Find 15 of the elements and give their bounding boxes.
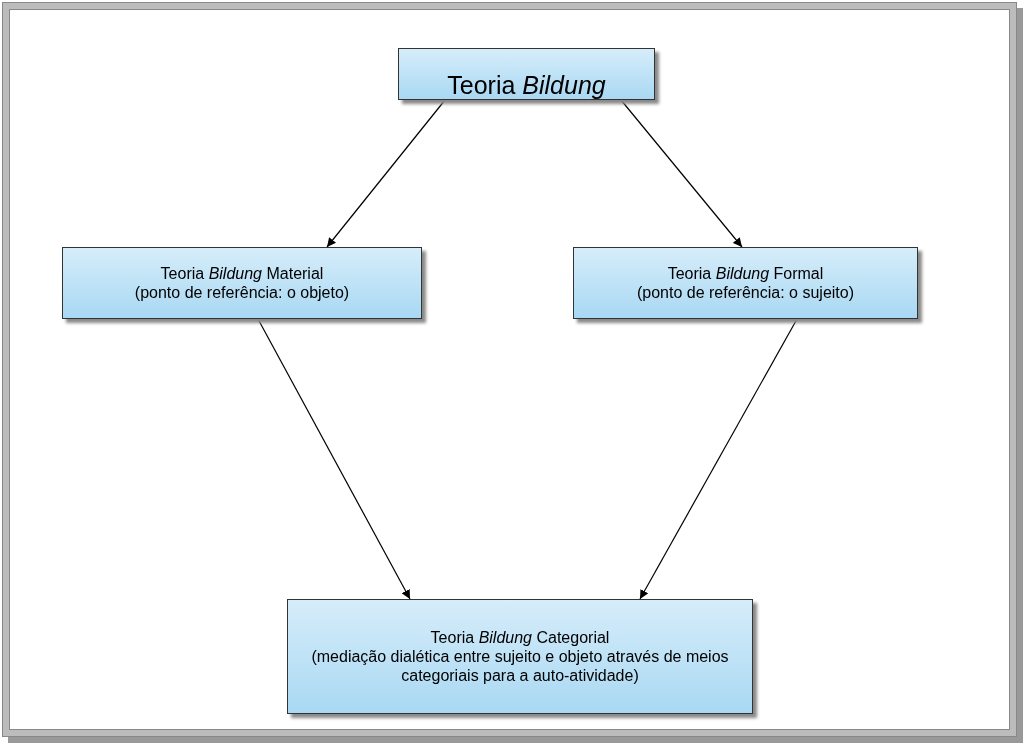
arrow [257, 318, 411, 600]
box-title: Teoria Bildung Formal [667, 264, 824, 283]
process-box [62, 247, 422, 319]
process-box [398, 48, 655, 100]
arrow [639, 318, 798, 600]
box-title: Teoria Bildung Categorial [430, 628, 610, 647]
arrow [326, 99, 446, 248]
arrow [620, 99, 743, 248]
box-description: (ponto de referência: o sujeito) [637, 283, 854, 302]
process-box [287, 599, 753, 714]
process-box [573, 247, 918, 319]
box-title: Teoria Bildung [447, 71, 606, 99]
box-description: (ponto de referência: o objeto) [134, 283, 350, 302]
box-title: Teoria Bildung Material [160, 264, 324, 283]
box-description: (mediação dialética entre sujeito e objeto através de meios categoriais para a auto-atividade) [310, 647, 730, 685]
